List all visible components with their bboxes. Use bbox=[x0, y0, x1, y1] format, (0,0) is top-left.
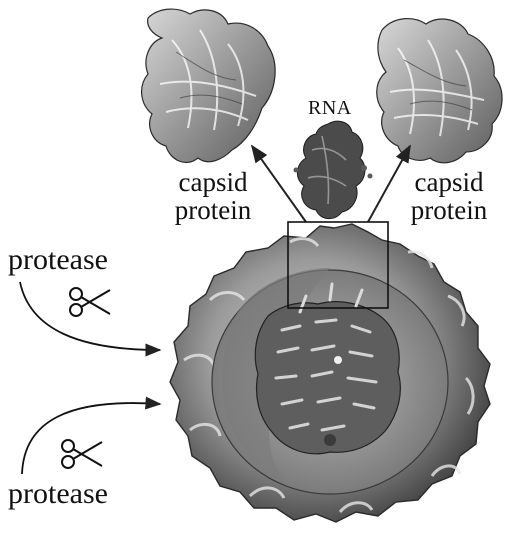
protease-label-bottom: protease bbox=[8, 478, 108, 510]
scissors-icon bbox=[70, 288, 110, 316]
capsid-left-line1: capsid bbox=[168, 168, 258, 196]
scissors-icon bbox=[62, 440, 102, 468]
capsid-right-line1: capsid bbox=[404, 168, 494, 196]
capsid-protein-left-label: capsid protein bbox=[168, 168, 258, 225]
protease-arrow-top bbox=[20, 282, 160, 350]
rna-structure bbox=[294, 121, 373, 218]
virus-particle bbox=[170, 224, 490, 522]
capsid-protein-left-structure bbox=[142, 9, 276, 162]
rna-label: RNA bbox=[308, 98, 352, 119]
capsid-protein-right-label: capsid protein bbox=[404, 168, 494, 225]
arrow-to-left-protein bbox=[252, 146, 306, 222]
capsid-right-line2: protein bbox=[404, 196, 494, 224]
protease-label-top: protease bbox=[8, 244, 108, 276]
protease-arrow-bottom bbox=[22, 403, 160, 474]
capsid-left-line2: protein bbox=[168, 196, 258, 224]
capsid-protein-right-structure bbox=[377, 19, 502, 163]
